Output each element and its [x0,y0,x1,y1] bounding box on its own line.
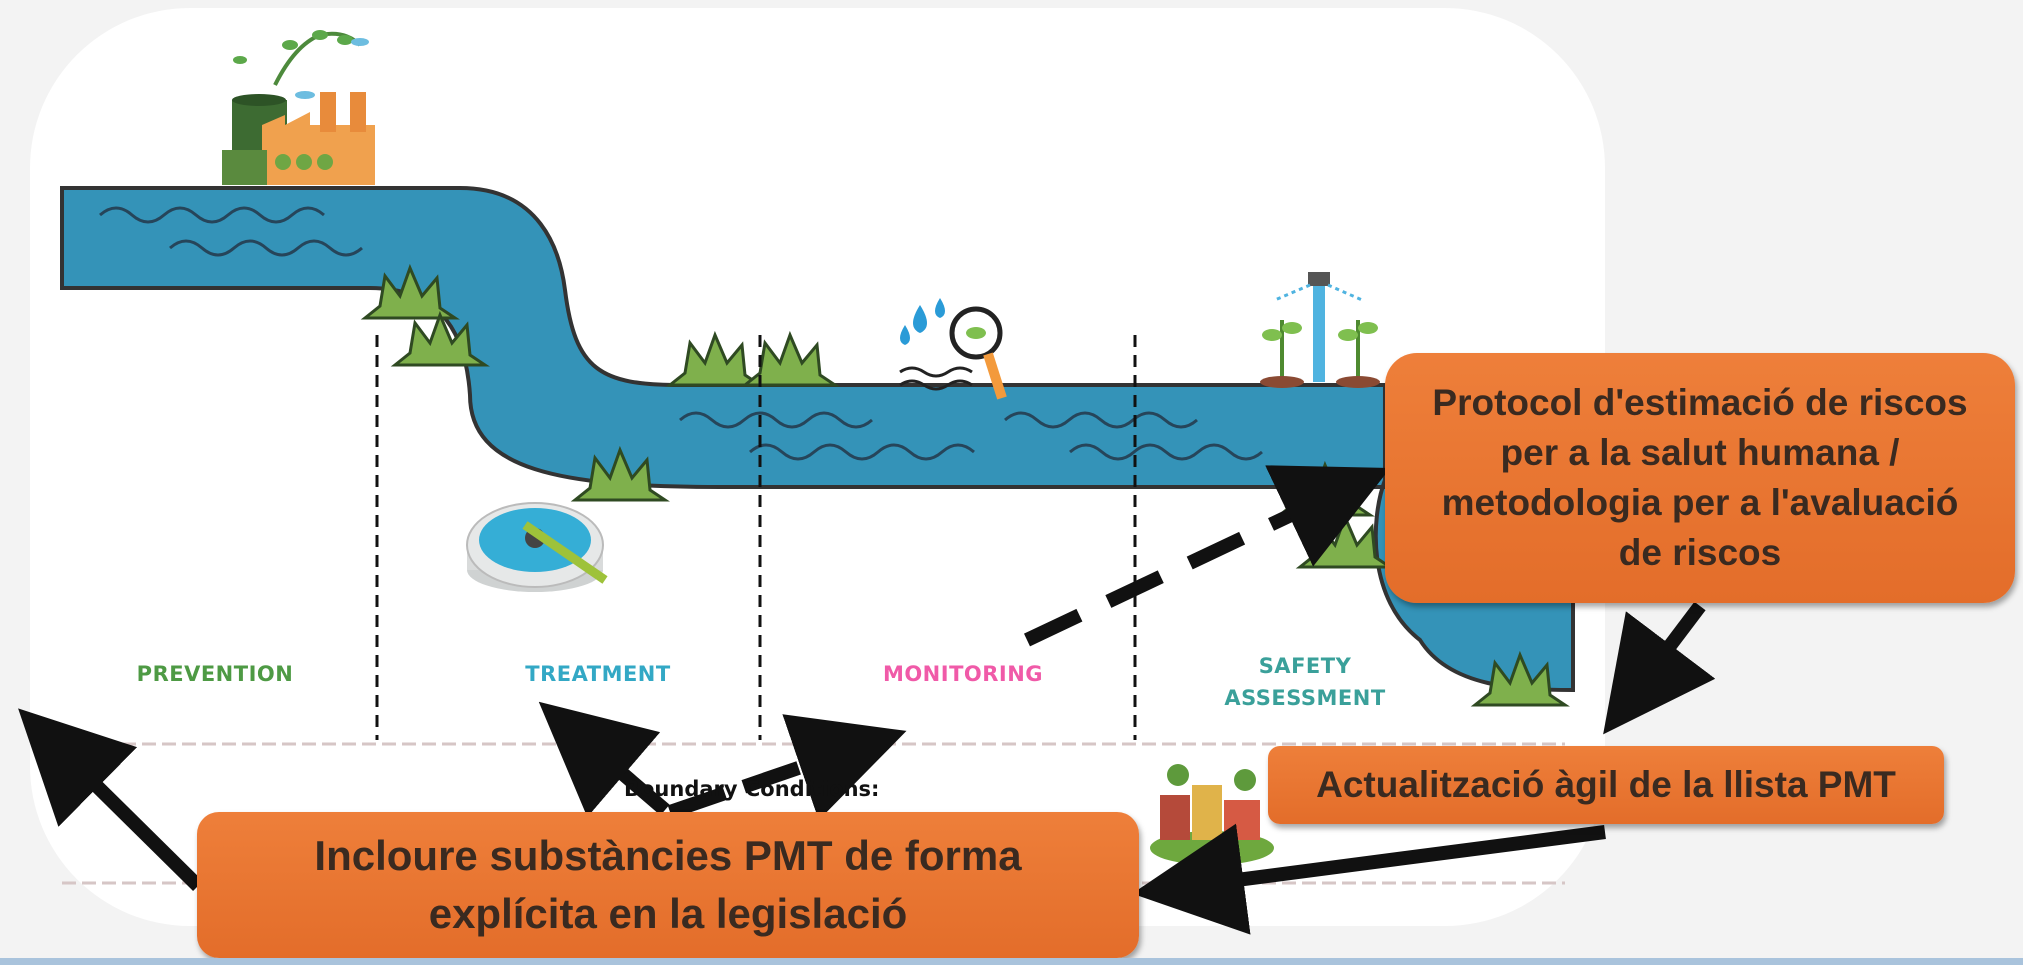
stage-separators [375,335,1137,740]
bottom-border [0,958,2023,965]
callout-protocol: Protocol d'estimació de riscos per a la … [1385,353,2015,603]
stage-label-prevention: PREVENTION [136,662,294,686]
callout-update: Actualització àgil de la llista PMT [1268,746,1944,824]
arrow-update-to-legislation [1132,823,1606,935]
filter-tank-icon [466,502,608,592]
arrow-to-treatment [538,701,670,818]
callout-legislation: Incloure substàncies PMT de forma explíc… [197,812,1139,958]
water-test-icon [899,298,1007,400]
arrow-to-edge [18,708,203,891]
boundary-conditions-label: Boundary Conditions: [624,777,880,801]
arrow-to-protocol [1024,465,1391,647]
arrows [18,465,1716,935]
stage-label-monitoring: MONITORING [882,662,1044,686]
irrigation-icon [1260,272,1380,388]
arrow-to-monitoring [667,714,907,821]
stage-label-treatment: TREATMENT [525,662,671,686]
stage-label-safety: SAFETY ASSESSMENT [1224,654,1386,710]
arrow-protocol-to-update [1603,601,1716,735]
factory-icon [222,30,375,185]
water-waves [99,206,1263,461]
